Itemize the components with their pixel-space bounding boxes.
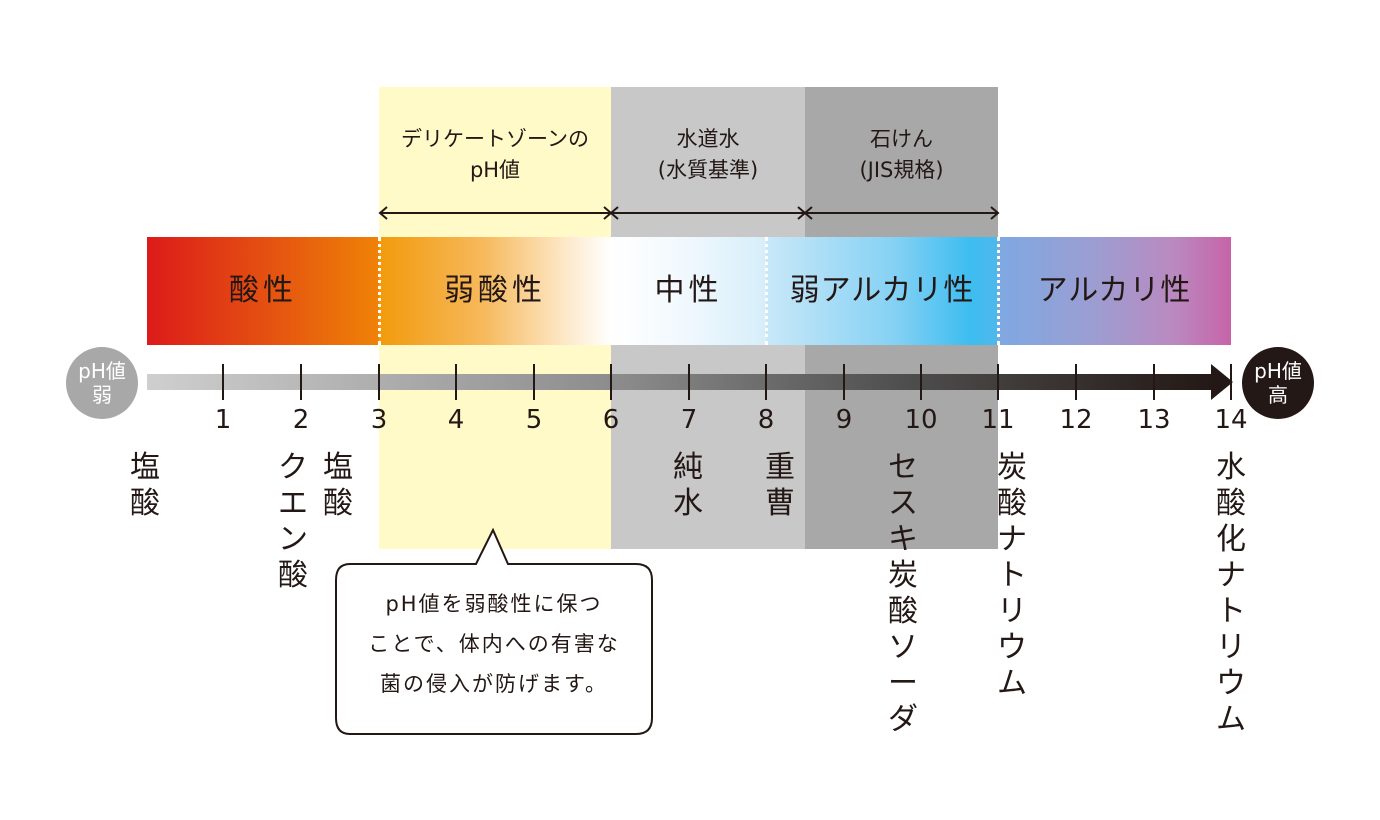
neutral-band xyxy=(611,237,766,345)
substance-hydrochloric-acid-2: 塩酸 xyxy=(323,450,353,521)
substance-baking-soda: 重曹 xyxy=(765,450,795,521)
ph-high-circle: pH値 高 xyxy=(1242,347,1314,419)
band-divider-6 xyxy=(610,237,613,345)
band-label-weak-acid: 弱酸性 xyxy=(444,273,546,308)
weak-alkali-band xyxy=(766,237,998,345)
soap-zone-label-line2: (JIS規格) xyxy=(859,158,944,182)
callout-line-1: pH値を弱酸性に保つ xyxy=(385,592,603,616)
tick-label-11: 11 xyxy=(981,405,1015,435)
delicate-zone-label: デリケートゾーンの pH値 xyxy=(379,124,611,186)
tick-label-2: 2 xyxy=(292,405,310,435)
tick-label-5: 5 xyxy=(525,405,543,435)
tick-2 xyxy=(300,364,302,400)
delicate-zone-label-line1: デリケートゾーンの xyxy=(401,127,589,151)
weak-acid-band xyxy=(379,237,611,345)
tick-label-9: 9 xyxy=(835,405,853,435)
ph-axis-arrowhead xyxy=(1211,364,1233,400)
tick-8 xyxy=(765,364,767,400)
tick-label-3: 3 xyxy=(370,405,388,435)
tick-10 xyxy=(920,364,922,400)
tick-4 xyxy=(455,364,457,400)
tap-water-zone-label-line2: (水質基準) xyxy=(657,158,759,182)
bracket-soap-right-arrow xyxy=(990,206,1000,220)
soap-zone-label: 石けん (JIS規格) xyxy=(805,124,998,186)
bracket-soap-left-arrow xyxy=(803,206,813,220)
tick-11 xyxy=(997,364,999,400)
delicate-zone-label-line2: pH値 xyxy=(469,158,521,182)
ph-high-label-line2: 高 xyxy=(1268,383,1288,407)
range-brackets xyxy=(378,206,1000,220)
ph-axis-arrow xyxy=(147,374,1215,390)
tap-water-zone-label: 水道水 (水質基準) xyxy=(611,124,805,186)
band-divider-8 xyxy=(765,237,768,345)
tick-label-12: 12 xyxy=(1059,405,1093,435)
callout-line-2: ことで、体内への有害な xyxy=(368,632,620,656)
ph-low-label-line2: 弱 xyxy=(92,383,112,407)
tick-14 xyxy=(1230,364,1232,400)
tick-9 xyxy=(843,364,845,400)
tick-1 xyxy=(222,364,224,400)
band-label-neutral: 中性 xyxy=(654,273,723,308)
acid-band xyxy=(147,237,379,345)
tick-12 xyxy=(1075,364,1077,400)
substance-sodium-hydroxide: 水酸化ナトリウム xyxy=(1216,450,1246,737)
band-label-acid: 酸性 xyxy=(229,273,297,308)
substance-citric-acid: クエン酸 xyxy=(278,450,308,593)
band-divider-11 xyxy=(997,237,1000,345)
tick-label-14: 14 xyxy=(1214,405,1248,435)
callout-line-3: 菌の侵入が防げます。 xyxy=(380,672,608,696)
ph-low-circle: pH値 弱 xyxy=(66,347,138,419)
substance-pure-water: 純水 xyxy=(673,450,703,521)
tick-label-6: 6 xyxy=(602,405,620,435)
tick-label-8: 8 xyxy=(757,405,775,435)
tick-7 xyxy=(688,364,690,400)
substance-sesqui-soda: セスキ炭酸ソーダ xyxy=(888,450,918,737)
band-label-weak-alkali: 弱アルカリ性 xyxy=(789,273,975,308)
tick-label-10: 10 xyxy=(904,405,938,435)
tick-3 xyxy=(378,364,380,400)
soap-zone-label-line1: 石けん xyxy=(870,127,933,151)
substance-hydrochloric-acid-1: 塩酸 xyxy=(130,450,160,521)
substance-sodium-carbonate: 炭酸ナトリウム xyxy=(997,450,1027,701)
band-divider-3 xyxy=(378,237,381,345)
tap-water-zone-label-line1: 水道水 xyxy=(676,127,740,151)
ph-low-label-line1: pH値 xyxy=(78,359,126,383)
tick-13 xyxy=(1153,364,1155,400)
ph-high-label-line1: pH値 xyxy=(1254,359,1302,383)
tick-label-7: 7 xyxy=(680,405,698,435)
callout-bubble xyxy=(335,527,653,735)
callout-text: pH値を弱酸性に保つ ことで、体内への有害な 菌の侵入が防げます。 xyxy=(336,584,652,704)
band-label-alkali: アルカリ性 xyxy=(1037,273,1192,308)
tick-label-1: 1 xyxy=(214,405,232,435)
alkali-band xyxy=(998,237,1231,345)
bracket-tap-water-left-arrow xyxy=(609,206,619,220)
tick-6 xyxy=(610,364,612,400)
tick-label-13: 13 xyxy=(1137,405,1171,435)
tick-label-4: 4 xyxy=(447,405,465,435)
tick-5 xyxy=(533,364,535,400)
bracket-delicate-left-arrow xyxy=(378,206,388,220)
